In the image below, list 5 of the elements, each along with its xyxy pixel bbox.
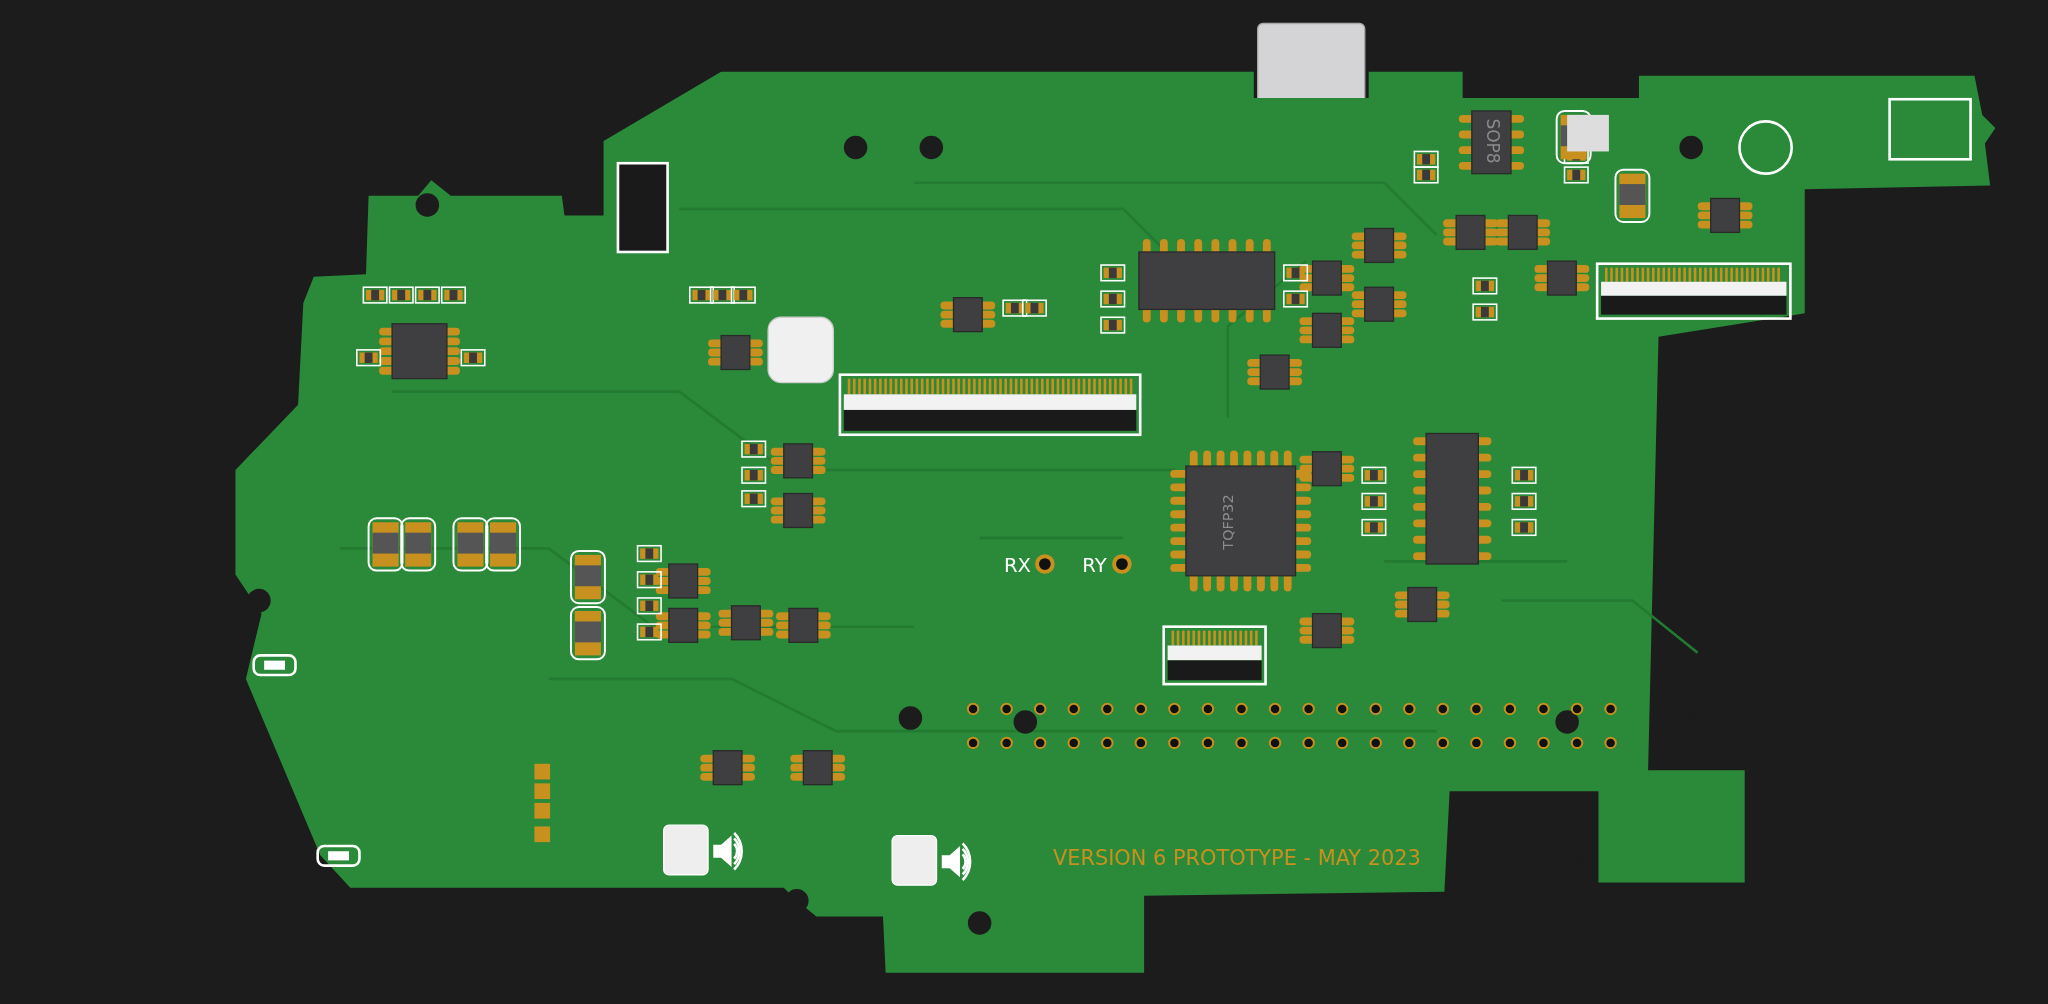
version-text: VERSION 6 PROTOTYPE - MAY 2023 — [1052, 847, 1421, 869]
chip-marking: TQFP32 — [1220, 494, 1235, 551]
pin-label: RX — [1003, 555, 1031, 576]
chip-marking: SOP8 — [1484, 118, 1502, 164]
pin-label: RY — [1082, 555, 1107, 576]
